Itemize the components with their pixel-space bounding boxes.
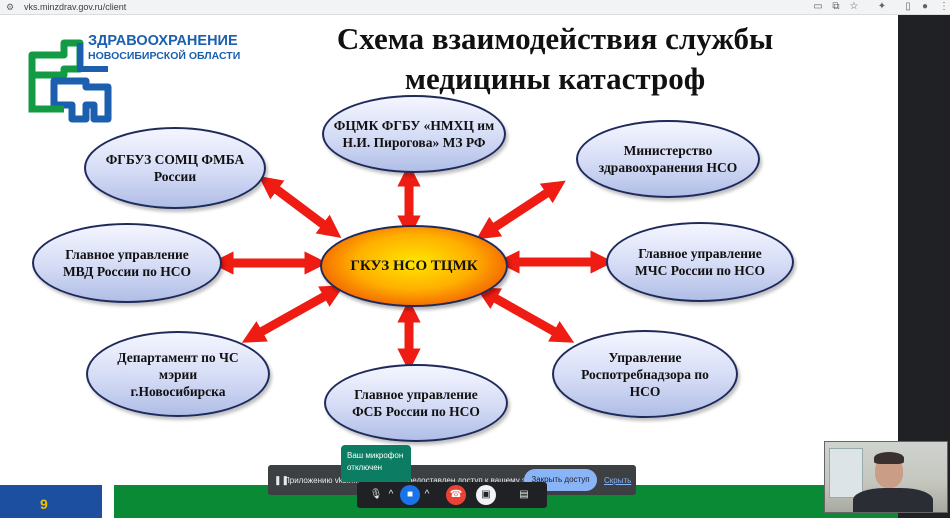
camera-options-chevron-icon[interactable]: ^ (424, 489, 430, 500)
logo-icon (28, 39, 112, 123)
profile-icon[interactable]: ● (921, 1, 929, 12)
site-settings-icon[interactable]: ⚙ (5, 2, 15, 12)
browser-toolbar: ⚙ vks.minzdrav.gov.ru/client ▭ ⧉ ☆ ✦ ▯ ●… (0, 0, 950, 15)
mic-options-chevron-icon[interactable]: ^ (388, 489, 394, 500)
logo-line-2: НОВОСИБИРСКОЙ ОБЛАСТИ (88, 50, 241, 62)
right-panel (898, 15, 950, 518)
logo-line-1: ЗДРАВООХРАНЕНИЕ (88, 33, 238, 49)
bookmark-star-icon[interactable]: ☆ (849, 1, 859, 12)
title-line-1: Схема взаимодействия службы (336, 21, 774, 56)
self-video-thumbnail[interactable] (824, 441, 948, 513)
title-line-2: медицины катастроф (404, 61, 706, 96)
extensions-icon[interactable]: ✦ (877, 1, 887, 12)
hide-notice-link[interactable]: Скрыть (604, 476, 632, 485)
node-center-tcmk: ГКУЗ НСО ТЦМК (320, 225, 508, 307)
pip-icon[interactable]: ▣ (476, 485, 496, 505)
pause-icon[interactable]: ❚❚ (274, 475, 290, 485)
sidepanel-icon[interactable]: ▯ (905, 1, 911, 12)
arrow-dept (241, 285, 345, 343)
mic-muted-tooltip: Ваш микрофон отключен (341, 445, 411, 482)
mic-off-icon[interactable]: 🎙 (369, 489, 383, 500)
screen-share-icon[interactable]: ⧉ (832, 1, 840, 12)
hangup-icon[interactable]: ☎ (446, 485, 466, 505)
slide-number: 9 (40, 496, 48, 512)
slide-title: Схема взаимодействия службы медицины кат… (290, 19, 820, 99)
present-icon[interactable]: ▤ (519, 489, 529, 500)
arrow-rpn (475, 287, 575, 343)
arrow-minzdrav (476, 180, 566, 240)
address-bar[interactable]: vks.minzdrav.gov.ru/client (24, 2, 127, 12)
menu-kebab-icon[interactable]: ⋮ (939, 1, 949, 12)
camera-icon[interactable]: ■ (400, 485, 420, 505)
presentation-slide: ЗДРАВООХРАНЕНИЕ НОВОСИБИРСКОЙ ОБЛАСТИ Сх… (0, 15, 898, 518)
diagram-arrows (210, 163, 614, 372)
footer-blue-bar (0, 485, 102, 518)
cast-icon[interactable]: ▭ (813, 1, 823, 12)
screen-share-text: Приложению vks.minzdrav.g...ru предостав… (284, 476, 549, 485)
arrow-fmba (258, 175, 342, 239)
